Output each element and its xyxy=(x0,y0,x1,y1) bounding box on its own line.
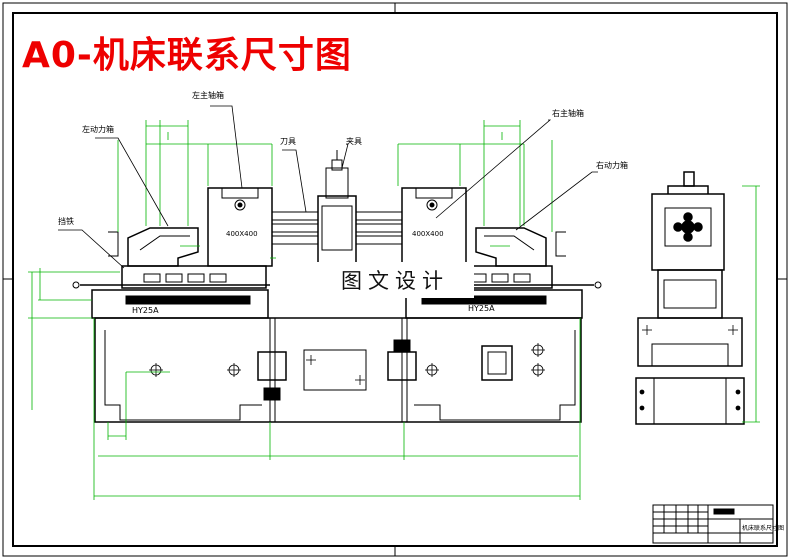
bed-base xyxy=(94,317,582,423)
center-marks xyxy=(3,3,787,556)
label-left-slide: HY25A xyxy=(132,306,159,315)
left-slide xyxy=(91,289,269,319)
label-right-power: 右动力箱 xyxy=(596,161,628,170)
label-right-box-size: 400X400 xyxy=(412,230,444,238)
label-right-head: 右主轴箱 xyxy=(552,109,584,118)
right-power-box xyxy=(475,227,547,267)
left-power-box xyxy=(127,227,199,267)
front-view xyxy=(72,150,602,423)
left-tool-spindles xyxy=(271,211,319,245)
side-middle-box xyxy=(657,269,723,319)
title-block-name: 机床联系尺寸图 xyxy=(742,525,785,532)
label-left-power: 左动力箱 xyxy=(82,125,114,134)
label-left-box-size: 400X400 xyxy=(226,230,258,238)
right-slide xyxy=(405,289,583,319)
label-right-slide: HY25A xyxy=(468,304,495,313)
side-base xyxy=(637,317,743,367)
label-tool: 刀具 xyxy=(280,137,296,146)
right-tool-spindles xyxy=(355,211,403,245)
watermark: 图文设计 xyxy=(316,262,474,298)
left-carriage xyxy=(121,265,267,289)
right-spindle-box xyxy=(401,187,467,267)
leader-lines xyxy=(58,105,598,269)
side-foot xyxy=(635,377,745,425)
control-panel xyxy=(481,345,513,381)
drawing-title: A0-机床联系尺寸图 xyxy=(22,35,352,76)
left-coupler xyxy=(257,351,287,381)
bolt-marks xyxy=(149,343,545,385)
label-fixture: 夹具 xyxy=(346,137,362,146)
side-view xyxy=(635,171,745,425)
title-block xyxy=(652,504,774,544)
dimension-lines xyxy=(28,120,760,500)
base-window xyxy=(303,349,367,391)
label-stopper: 挡铁 xyxy=(58,217,74,226)
label-left-head: 左主轴箱 xyxy=(192,91,224,100)
